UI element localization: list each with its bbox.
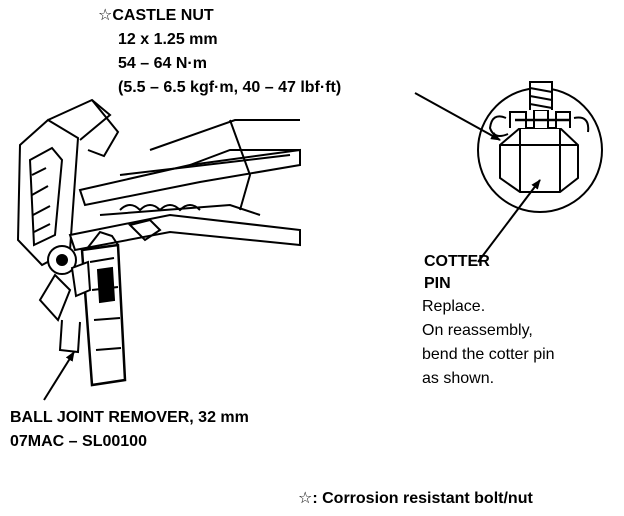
castle-nut-title: ☆CASTLE NUT bbox=[98, 6, 214, 25]
corrosion-star-icon: ☆ bbox=[98, 7, 113, 24]
tool-name: BALL JOINT REMOVER, 32 mm bbox=[10, 409, 249, 426]
legend-text: : Corrosion resistant bolt/nut bbox=[312, 490, 533, 507]
legend-star-icon: ☆ bbox=[298, 490, 313, 507]
castle-nut-torque: 54 – 64 N·m bbox=[118, 55, 207, 72]
cotter-pin-title-line1: COTTER bbox=[424, 253, 490, 270]
cotter-pin-note-replace: Replace. bbox=[422, 298, 486, 315]
cotter-pin-title-line2: PIN bbox=[424, 275, 451, 292]
suspension-arm-illustration bbox=[16, 98, 301, 387]
leader-arrows bbox=[43, 92, 541, 401]
castle-nut-torque-alt: (5.5 – 6.5 kgf·m, 40 – 47 lbf·ft) bbox=[118, 79, 342, 96]
castle-nut-size: 12 x 1.25 mm bbox=[118, 31, 218, 48]
tool-arrow bbox=[43, 351, 75, 401]
cotter-pin-arrow bbox=[477, 179, 541, 263]
cotter-pin-note-reassembly: On reassembly, bbox=[422, 322, 533, 339]
castle-nut-arrow bbox=[414, 92, 501, 141]
castle-nut-detail bbox=[477, 81, 603, 213]
castle-nut-title-text: CASTLE NUT bbox=[112, 7, 214, 24]
cotter-pin-note-shown: as shown. bbox=[422, 370, 495, 387]
legend: ☆: Corrosion resistant bolt/nut bbox=[298, 489, 533, 508]
cotter-pin-note-bend: bend the cotter pin bbox=[422, 346, 555, 363]
tool-part-number: 07MAC – SL00100 bbox=[10, 433, 147, 450]
